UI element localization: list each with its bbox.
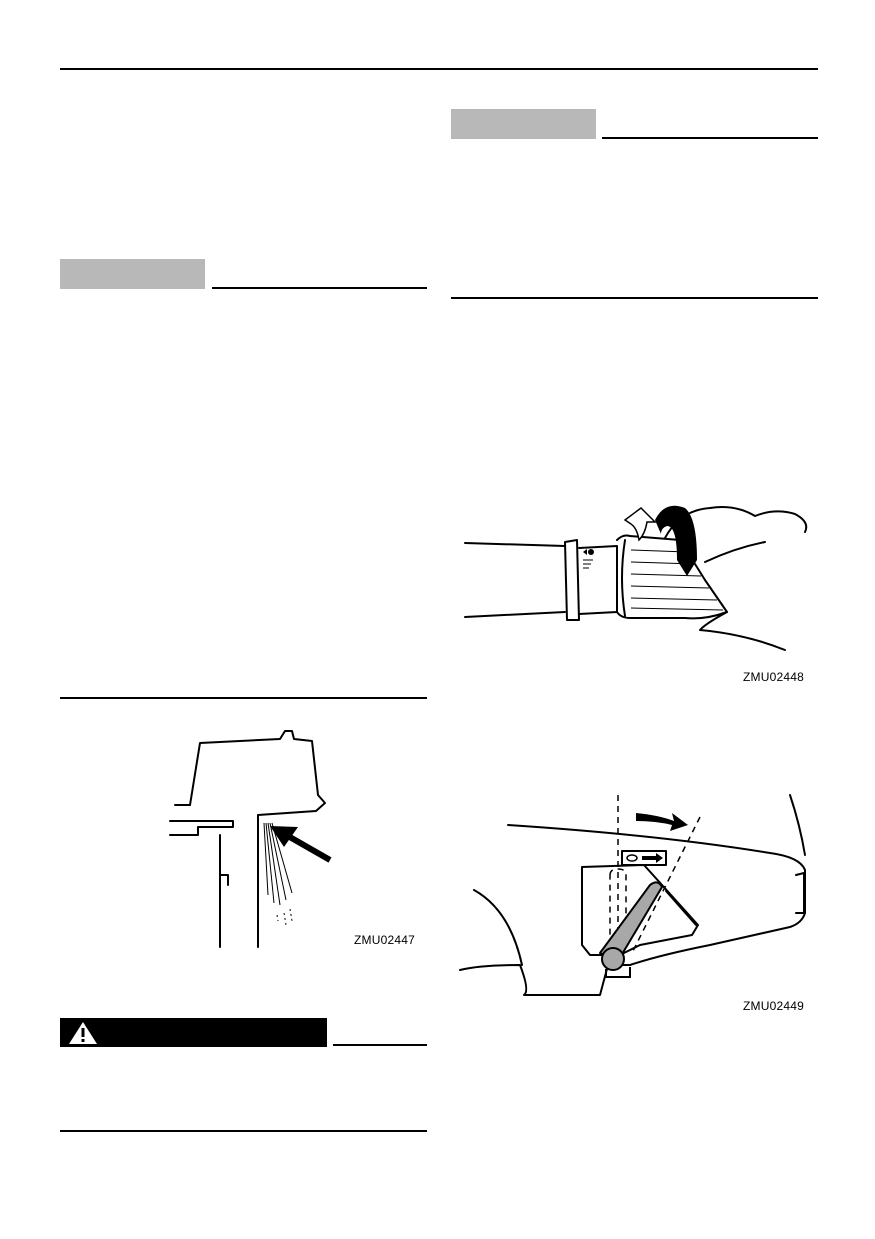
left-section-heading-box: [60, 259, 205, 289]
right-section-heading-box: [451, 109, 596, 139]
fig-zmu02447: [169, 730, 332, 948]
left-section-heading-rule: [212, 287, 427, 289]
fig-zmu02448: [464, 505, 808, 651]
right-section-heading-rule: [602, 137, 818, 139]
warning-heading-box: [60, 1018, 327, 1047]
page-top-rule: [60, 68, 818, 70]
left-section-end-rule: [60, 697, 427, 699]
warning-end-rule: [60, 1130, 427, 1132]
right-section-end-rule: [451, 297, 818, 299]
fig-zmu02448-caption: ZMU02448: [743, 670, 804, 684]
fig-zmu02447-caption: ZMU02447: [354, 933, 415, 947]
fig-zmu02449-caption: ZMU02449: [743, 999, 804, 1013]
warning-triangle-icon: [69, 1022, 97, 1044]
warning-heading-rule: [333, 1044, 427, 1046]
fig-zmu02449: [459, 794, 806, 996]
